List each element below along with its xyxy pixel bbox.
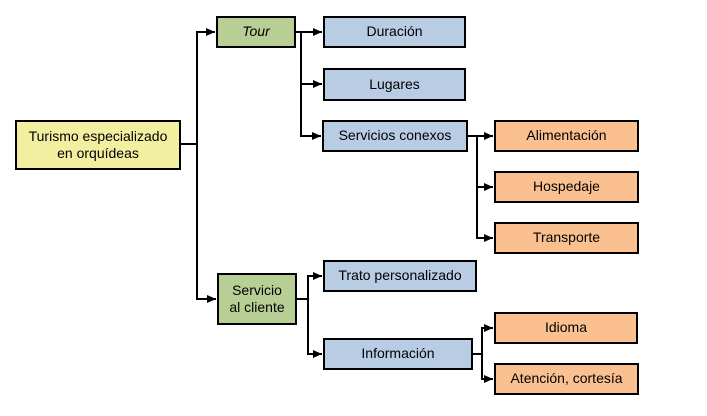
node-idioma: Idioma (494, 312, 638, 344)
node-trato-personalizado: Trato personalizado (323, 260, 477, 292)
node-lugares: Lugares (323, 68, 466, 101)
node-servicios-conexos: Servicios conexos (322, 120, 468, 152)
node-servicio-al-cliente: Servicio al cliente (217, 273, 297, 325)
node-turismo-especializado: Turismo especializado en orquídeas (15, 120, 181, 170)
node-tour: Tour (216, 16, 296, 48)
node-atencion-cortesia: Atención, cortesía (494, 363, 639, 395)
node-informacion: Información (323, 338, 473, 370)
node-duracion: Duración (323, 16, 466, 48)
node-transporte: Transporte (494, 222, 639, 254)
node-hospedaje: Hospedaje (494, 171, 639, 203)
node-alimentacion: Alimentación (494, 120, 639, 152)
